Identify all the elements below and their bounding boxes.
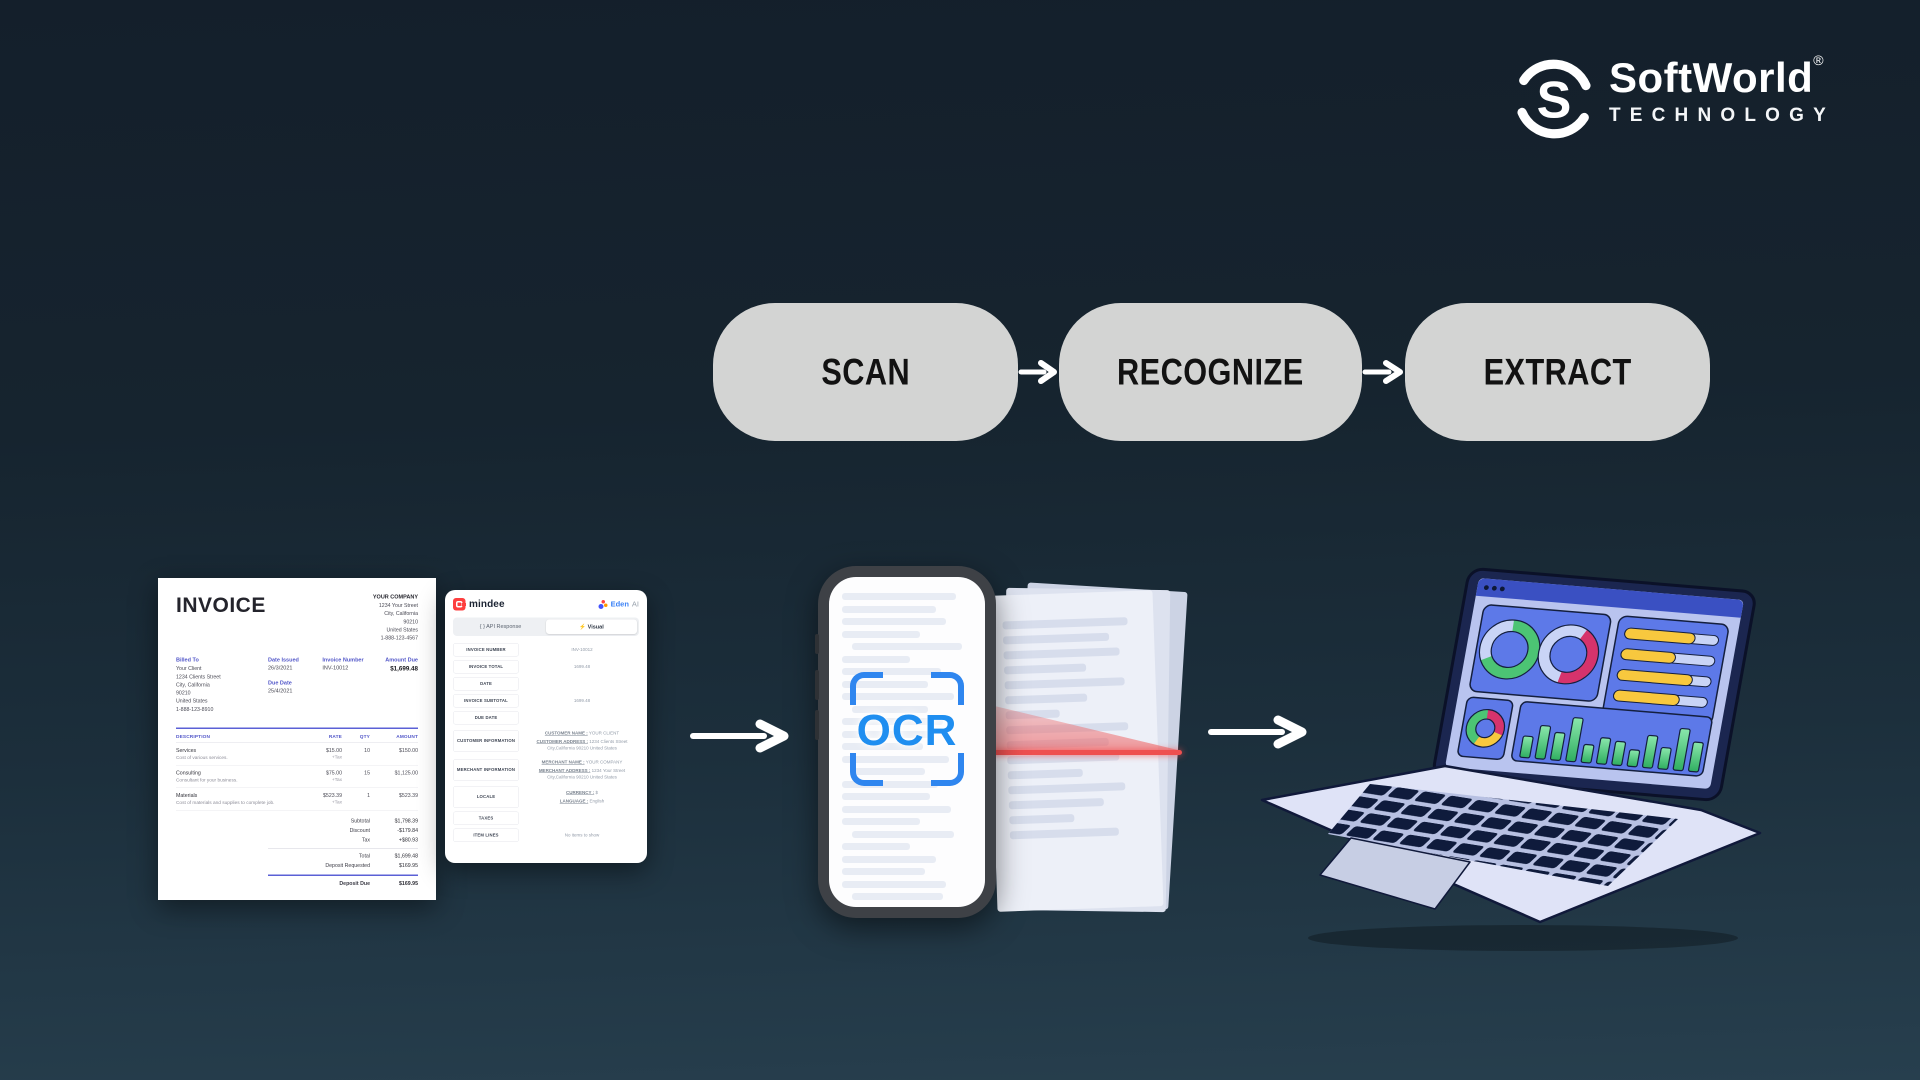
scan-corner-icon	[931, 671, 964, 705]
text-line	[842, 855, 936, 863]
text-line	[1004, 663, 1086, 675]
text-line	[842, 793, 931, 800]
dashboard-laptop	[1258, 566, 1770, 956]
step-extract-button[interactable]: EXTRACT	[1405, 303, 1710, 441]
mindee-brand: mindee	[453, 598, 505, 611]
text-line	[842, 605, 936, 613]
registered-mark: ®	[1813, 52, 1825, 68]
scan-line	[982, 750, 1182, 755]
document-text-lines	[842, 593, 972, 900]
text-line	[842, 655, 910, 663]
text-line	[852, 768, 926, 775]
invoice-title: INVOICE	[176, 593, 266, 617]
text-line	[842, 618, 946, 625]
text-line	[852, 643, 962, 650]
text-line	[842, 693, 954, 700]
text-line	[842, 780, 939, 788]
result-tabs: { } API Response ⚡ Visual	[453, 617, 639, 636]
tab-api-response[interactable]: { } API Response	[479, 623, 522, 630]
mindee-logo-icon	[453, 598, 466, 611]
scan-corner-icon	[931, 752, 964, 786]
field-row: DUE DATE	[453, 711, 639, 725]
text-line	[842, 843, 910, 850]
flow-arrow-icon	[688, 718, 794, 759]
text-line	[1009, 827, 1119, 840]
step-scan-button[interactable]: SCAN	[713, 303, 1018, 441]
svg-text:S: S	[1537, 71, 1572, 129]
scan-corner-icon	[850, 752, 883, 786]
ocr-scan-frame: OCR	[850, 671, 964, 786]
text-line	[852, 705, 928, 713]
field-row: TAXES	[453, 811, 639, 826]
text-line	[1003, 647, 1120, 660]
scan-corner-icon	[850, 671, 883, 705]
text-line	[842, 668, 941, 675]
text-line	[842, 743, 923, 750]
softworld-logo-icon: S	[1512, 57, 1596, 146]
eden-ai-logo-icon	[598, 599, 608, 609]
text-line	[1008, 782, 1126, 795]
phone-screen: OCR	[829, 577, 985, 907]
ocr-label: OCR	[856, 706, 958, 756]
text-line	[842, 755, 949, 763]
text-line	[842, 730, 933, 738]
invoice-totals: Subtotal$1,798.39 Discount-$179.84 Tax+$…	[268, 816, 418, 888]
softworld-logo: S SoftWorld® TECHNOLOGY	[1512, 52, 1835, 146]
divider	[176, 727, 418, 729]
step-arrow-icon	[1362, 359, 1405, 385]
text-line	[852, 830, 954, 838]
text-line	[842, 805, 952, 813]
phone-button	[815, 634, 819, 654]
laptop-base	[1260, 764, 1762, 924]
process-flow: SCAN RECOGNIZE EXTRACT	[713, 303, 1710, 441]
step-recognize-button[interactable]: RECOGNIZE	[1059, 303, 1362, 441]
text-line	[842, 880, 946, 888]
eden-ai-brand: Eden AI	[598, 599, 639, 609]
text-line	[842, 718, 944, 725]
logo-wordmark: SoftWorld®	[1608, 52, 1825, 101]
laptop-screen	[1432, 567, 1756, 802]
text-line	[842, 593, 957, 600]
text-line	[1009, 814, 1075, 825]
field-row: LOCALE CURRENCY : $ LANGUAGE : English	[453, 786, 639, 809]
text-line	[842, 818, 920, 825]
logo-subtitle: TECHNOLOGY	[1608, 105, 1835, 126]
scan-beam	[982, 703, 1182, 761]
phone-button	[815, 670, 819, 700]
field-row: DATE	[453, 677, 639, 691]
text-line	[1004, 677, 1125, 690]
text-line	[842, 868, 926, 875]
ocr-phone: OCR	[815, 566, 996, 918]
text-line	[1002, 632, 1110, 645]
ocr-result-card: mindee Eden AI { } API Response ⚡ Visual…	[445, 590, 647, 863]
text-line	[1007, 768, 1083, 780]
tab-visual[interactable]: ⚡ Visual	[546, 619, 637, 634]
text-line	[1008, 798, 1105, 810]
text-line	[842, 630, 920, 638]
text-line	[852, 893, 944, 900]
field-row: MERCHANT INFORMATION MERCHANT NAME : YOU…	[453, 757, 639, 783]
step-arrow-icon	[1018, 359, 1059, 385]
text-line	[842, 680, 928, 688]
field-row: CUSTOMER INFORMATION CUSTOMER NAME : YOU…	[453, 728, 639, 754]
flow-arrow-icon	[1206, 714, 1312, 755]
scanned-paper-stack	[982, 582, 1188, 917]
phone-button	[815, 710, 819, 740]
text-line	[1002, 617, 1128, 630]
